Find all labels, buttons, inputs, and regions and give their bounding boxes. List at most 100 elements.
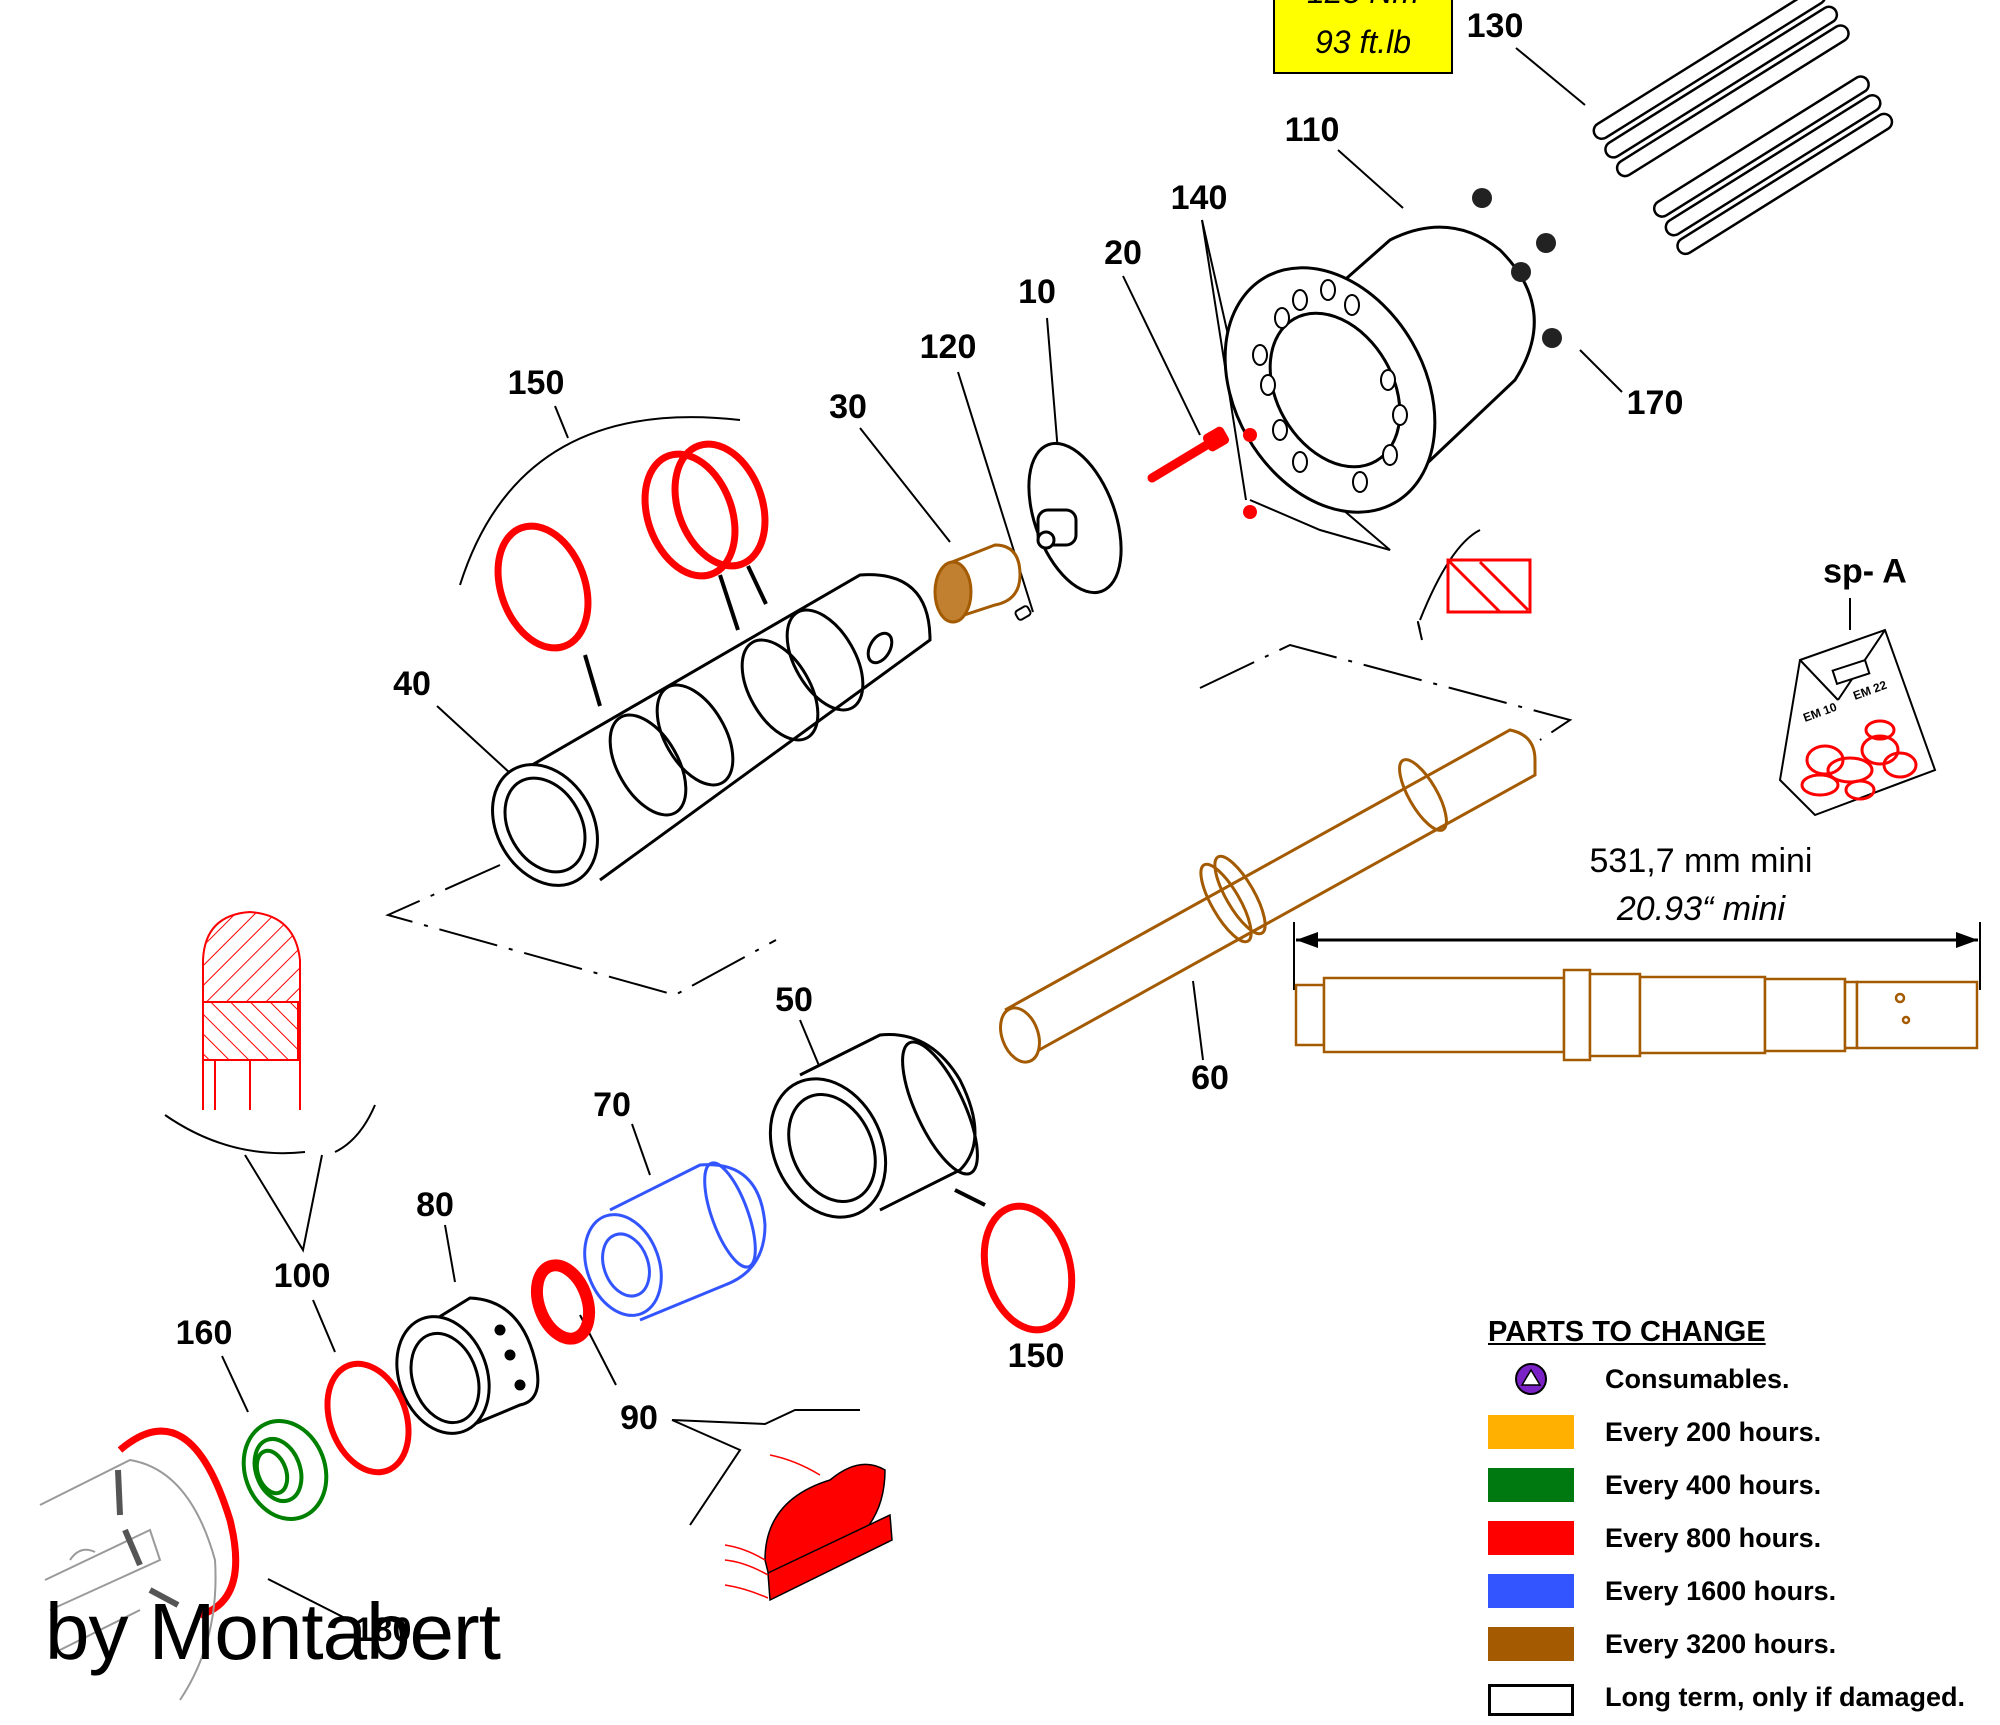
leader-80 — [444, 1224, 456, 1283]
part-140-seal-b — [1243, 505, 1257, 519]
legend-label: Every 400 hours. — [1605, 1470, 1822, 1500]
section-detail-100 — [202, 910, 301, 1110]
legend-label: Every 800 hours. — [1605, 1523, 1822, 1553]
part-70-blue-bushing — [583, 1161, 767, 1322]
alignment-line-top — [1199, 643, 1573, 741]
leader-50 — [799, 1019, 821, 1069]
bracket-140-arc-bot — [1416, 621, 1423, 641]
part-label-150-bottom: 150 — [1007, 1337, 1065, 1375]
bracket-100-right — [334, 1104, 376, 1153]
part-label-100: 100 — [273, 1257, 331, 1295]
torque-metric: 125 Nm — [1275, 0, 1451, 11]
part-30-bushing — [933, 543, 1022, 624]
housing-clamp-marks — [115, 1469, 180, 1608]
part-100-oring — [324, 1360, 412, 1476]
leader-70 — [631, 1123, 651, 1176]
part-label-170: 170 — [1626, 384, 1684, 422]
legend-label: Consumables. — [1605, 1364, 1790, 1394]
legend-swatch — [1488, 1415, 1574, 1449]
torque-imperial: 93 ft.lb — [1314, 24, 1412, 60]
legend-swatch — [1488, 1574, 1574, 1608]
part-140-seal-a — [1243, 428, 1257, 442]
legend-item: Every 800 hours. — [1488, 1513, 1993, 1566]
part-20-pin — [1147, 426, 1230, 483]
part-label-120: 120 — [919, 328, 977, 366]
part-60-piston — [999, 728, 1537, 1064]
legend-label: Long term, only if damaged. — [1605, 1682, 1966, 1712]
part-label-80: 80 — [416, 1186, 454, 1224]
bracket-150-top — [459, 416, 741, 586]
part-130-tie-rods — [1592, 0, 1894, 256]
part-150-oring-bottom — [980, 1202, 1076, 1334]
part-90-seal — [530, 1259, 596, 1345]
part-label-130: 130 — [1466, 7, 1524, 45]
legend-item: Every 1600 hours. — [1488, 1566, 1993, 1619]
part-label-70: 70 — [593, 1086, 631, 1124]
dimension-arrow-left — [1296, 932, 1318, 948]
oring-leader-ticks — [583, 565, 768, 707]
part-label-140: 140 — [1170, 179, 1228, 217]
part-label-50: 50 — [775, 981, 813, 1019]
part-170-plugs — [1472, 188, 1562, 348]
legend-label: Every 1600 hours. — [1605, 1576, 1837, 1606]
part-160-seal — [241, 1419, 329, 1521]
legend-item: Every 200 hours. — [1488, 1407, 1993, 1460]
legend-item: Long term, only if damaged. — [1488, 1672, 1993, 1725]
leader-20 — [1122, 275, 1201, 436]
watermark: by Montabert — [45, 1587, 501, 1676]
leader-130 — [1515, 47, 1586, 106]
legend-item: Consumables. — [1488, 1354, 1993, 1407]
legend-swatch — [1488, 1521, 1574, 1555]
torque-spec-box: 125 Nm 93 ft.lb — [1273, 0, 1453, 74]
legend-parts-to-change: PARTS TO CHANGE Consumables.Every 200 ho… — [1488, 1316, 1993, 1725]
leader-30 — [859, 427, 951, 543]
dimension-arrow-right — [1956, 932, 1978, 948]
part-label-10: 10 — [1018, 273, 1056, 311]
part-label-110: 110 — [1284, 111, 1340, 149]
bracket-100-left — [164, 1114, 306, 1155]
seal-profile-140 — [1446, 558, 1532, 614]
legend-label: Every 200 hours. — [1605, 1417, 1822, 1447]
legend-item: Every 3200 hours. — [1488, 1619, 1993, 1672]
leader-lines — [164, 47, 1851, 1619]
leader-170 — [1579, 349, 1623, 393]
leader-150-top — [554, 405, 569, 439]
leader-110 — [1337, 149, 1404, 209]
piston-dimension-view — [1293, 922, 1981, 1062]
bracket-100-pointer — [244, 1154, 323, 1253]
part-label-40: 40 — [393, 665, 431, 703]
callout-90-top — [671, 1409, 860, 1426]
dimension-imperial: 20.93“ mini — [1616, 890, 1786, 928]
part-label-90: 90 — [620, 1399, 658, 1437]
kit-label-sp-a: sp- A — [1823, 552, 1907, 591]
part-label-30: 30 — [829, 388, 867, 426]
part-label-180: 180 — [354, 1611, 412, 1649]
dimension-metric: 531,7 mm mini — [1589, 842, 1813, 880]
part-10-flange — [1027, 441, 1123, 595]
part-180-large-oring — [117, 1427, 240, 1619]
leader-40 — [436, 705, 511, 774]
part-label-20: 20 — [1104, 234, 1142, 272]
legend-item: Every 400 hours. — [1488, 1460, 1993, 1513]
part-label-60: 60 — [1191, 1059, 1229, 1097]
breaker-housing-outline — [39, 1458, 217, 1701]
part-110-housing — [1223, 225, 1536, 514]
part-label-160: 160 — [175, 1314, 233, 1352]
legend-swatch — [1488, 1684, 1574, 1716]
leader-60 — [1192, 980, 1204, 1061]
part-80-retainer — [395, 1296, 540, 1435]
legend-swatch — [1488, 1627, 1574, 1661]
part-120-pin — [1014, 605, 1032, 621]
part-label-150-top: 150 — [507, 364, 565, 402]
leader-160 — [221, 1355, 249, 1413]
legend-label: Every 3200 hours. — [1605, 1629, 1837, 1659]
consumables-triangle-icon — [1515, 1363, 1547, 1395]
callout-90-bottom — [671, 1419, 742, 1526]
part-40-liner — [491, 573, 932, 887]
section-detail-90 — [724, 1454, 893, 1602]
leader-180 — [267, 1578, 346, 1619]
part-50-sleeve — [768, 1033, 979, 1219]
leader-100 — [312, 1299, 336, 1353]
